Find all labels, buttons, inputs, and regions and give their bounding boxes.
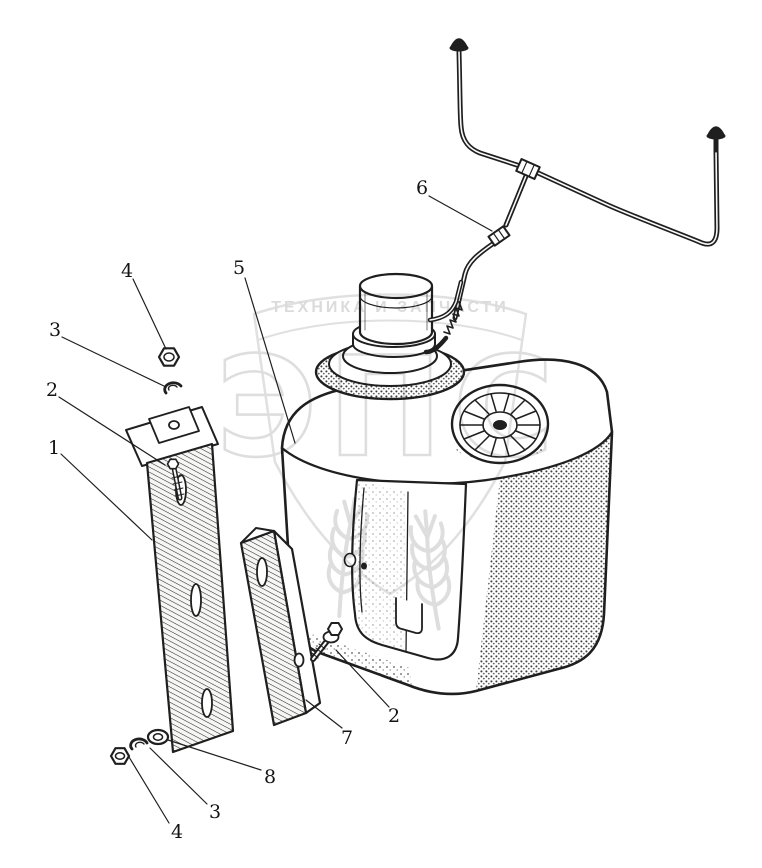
tube-connector xyxy=(487,225,511,247)
callout-label: 3 xyxy=(209,801,221,823)
callout-label: 6 xyxy=(416,177,428,199)
callout-label: 5 xyxy=(233,257,245,279)
callout-label: 4 xyxy=(171,821,183,843)
callout-label: 7 xyxy=(341,727,353,749)
callout: 3 xyxy=(149,747,221,823)
pump-cover xyxy=(450,383,550,465)
mounting-bolt xyxy=(310,622,343,662)
lock-washer-bottom xyxy=(129,737,149,751)
mounting-bracket-short xyxy=(239,527,322,727)
hex-nut-top xyxy=(157,347,181,367)
mounting-bracket-long xyxy=(145,442,235,754)
callout: 3 xyxy=(49,319,167,388)
bolt-top xyxy=(166,458,185,501)
callouts: 4 3 2 1 5 6 2 7 xyxy=(46,177,493,843)
callout: 2 xyxy=(335,649,400,727)
callout: 6 xyxy=(416,177,493,232)
callout-leader xyxy=(244,277,296,444)
filler-neck xyxy=(314,272,466,401)
callout-leader xyxy=(58,396,166,466)
callout-leader xyxy=(60,453,153,541)
callout: 8 xyxy=(167,739,276,788)
parts-illustration xyxy=(109,38,726,765)
tube-tee-fitting xyxy=(515,157,541,181)
callout: 4 xyxy=(128,756,183,843)
callout: 7 xyxy=(305,699,353,749)
callout-leader xyxy=(61,336,167,388)
callout-label: 2 xyxy=(388,705,400,727)
callout: 2 xyxy=(46,379,166,466)
spray-nozzle-left-icon xyxy=(449,38,469,52)
callout: 5 xyxy=(233,257,296,444)
spray-nozzle-right-icon xyxy=(706,126,726,153)
watermark: ТЕХНИКА И ЗАПЧАСТИ ЭПС xyxy=(215,293,564,633)
callout-label: 4 xyxy=(121,260,133,282)
watermark-banner-text: ТЕХНИКА И ЗАПЧАСТИ xyxy=(271,299,509,316)
callout-leader xyxy=(132,278,167,350)
watermark-shield xyxy=(252,293,528,596)
watermark-logo-text: ЭПС xyxy=(216,327,564,488)
callout: 4 xyxy=(121,260,167,350)
callout-leader xyxy=(128,756,170,824)
callout-leader xyxy=(305,699,343,729)
hex-nut-bottom xyxy=(109,747,131,765)
callout-label: 2 xyxy=(46,379,58,401)
callout-leader xyxy=(167,739,262,771)
lock-washer-top xyxy=(163,381,183,395)
watermark-banner xyxy=(257,319,523,341)
callout-leader xyxy=(335,649,390,708)
callout-leader xyxy=(428,195,493,232)
callout-label: 3 xyxy=(49,319,61,341)
bracket-top-plate xyxy=(125,406,219,467)
flat-washer xyxy=(146,728,170,746)
callout: 1 xyxy=(48,437,153,541)
washer-tubing xyxy=(452,49,720,321)
callout-leader xyxy=(149,747,208,805)
callout-label: 1 xyxy=(48,437,60,459)
callout-label: 8 xyxy=(264,766,276,788)
